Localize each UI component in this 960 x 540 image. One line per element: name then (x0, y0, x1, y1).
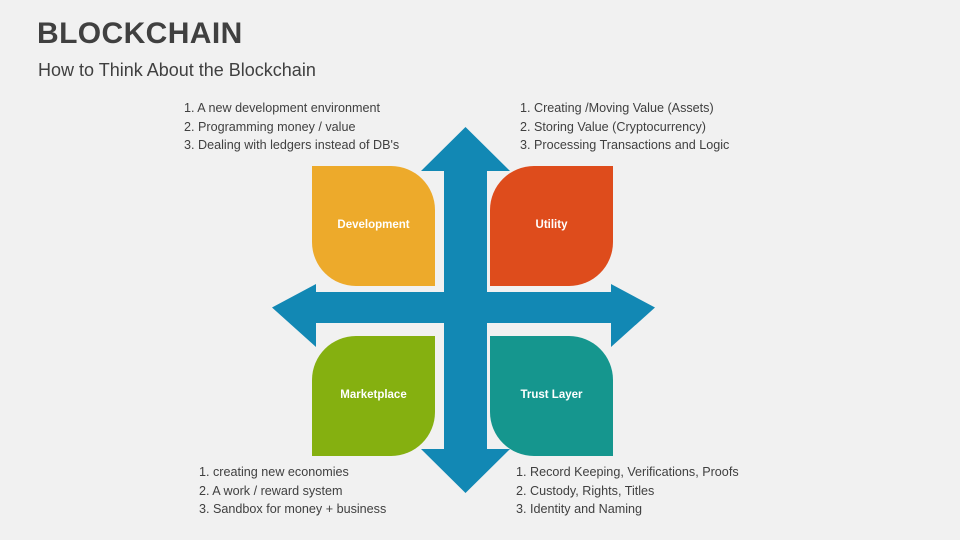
quadrant-development[interactable]: Development (312, 166, 435, 286)
arrow-center-junction (444, 292, 487, 323)
quadrant-trust-layer[interactable]: Trust Layer (490, 336, 613, 456)
quadrant-utility-label: Utility (535, 219, 568, 232)
notes-bottom-left: 1. creating new economies 2. A work / re… (199, 463, 386, 519)
quadrant-trust-layer-label: Trust Layer (520, 389, 583, 402)
note-line: 1. A new development environment (184, 101, 381, 115)
page-subtitle: How to Think About the Blockchain (38, 60, 316, 80)
notes-top-left: 1. A new development environment 2. Prog… (184, 99, 399, 155)
note-line: 2. Custody, Rights, Titles (516, 483, 655, 498)
note-line: 2. Programming money / value (184, 119, 356, 134)
quadrant-utility[interactable]: Utility (490, 166, 613, 286)
quadrant-development-label: Development (337, 219, 410, 232)
page-title: BLOCKCHAIN (37, 17, 243, 50)
quadrant-marketplace-label: Marketplace (340, 389, 407, 402)
note-line: 1. creating new economies (199, 465, 349, 479)
note-line: 3. Identity and Naming (516, 502, 643, 517)
note-line: 3. Processing Transactions and Logic (520, 138, 730, 153)
note-line: 2. Storing Value (Cryptocurrency) (520, 119, 706, 134)
note-line: 1. Record Keeping, Verifications, Proofs (516, 465, 739, 479)
quadrant-marketplace[interactable]: Marketplace (312, 336, 435, 456)
note-line: 3. Sandbox for money + business (199, 502, 387, 517)
note-line: 2. A work / reward system (199, 483, 343, 498)
note-line: 1. Creating /Moving Value (Assets) (520, 101, 714, 115)
notes-bottom-right: 1. Record Keeping, Verifications, Proofs… (516, 463, 739, 519)
note-line: 3. Dealing with ledgers instead of DB's (184, 138, 400, 153)
notes-top-right: 1. Creating /Moving Value (Assets) 2. St… (520, 99, 729, 155)
